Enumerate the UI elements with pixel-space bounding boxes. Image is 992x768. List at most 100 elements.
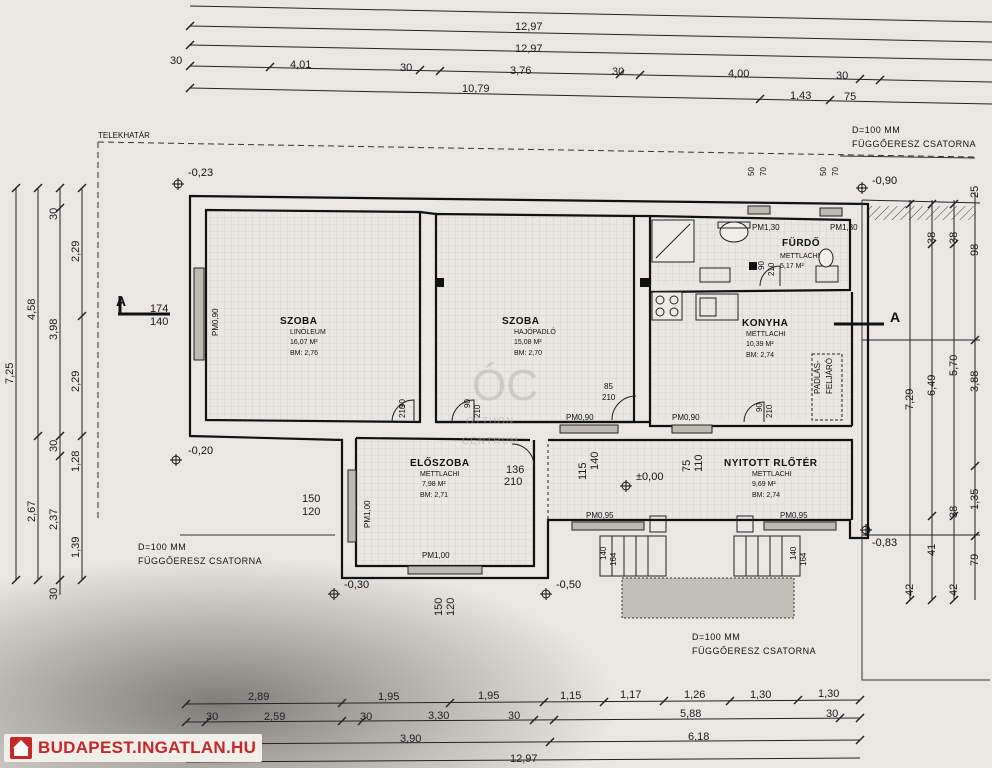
room-height: BM: 2,71 — [420, 492, 448, 499]
room-konyha: KONYHA METTLACHI 10,39 M² BM: 2,74 — [742, 318, 788, 359]
dim-bottom-seg: 1,26 — [684, 689, 705, 701]
section-a-left: A — [116, 293, 126, 309]
room-floor: METTLACHI — [746, 331, 786, 338]
chimney-dim: 70 — [759, 167, 768, 176]
dim-left: 3,98 — [48, 319, 60, 340]
top-dimension-lines — [185, 5, 992, 105]
room-area: 5,17 M² — [780, 263, 804, 270]
dim-bottom-seg: 2,89 — [248, 691, 269, 703]
fixtures — [651, 219, 843, 421]
dim-bottom-overall: 12,97 — [510, 753, 538, 765]
room-name: FÜRDŐ — [782, 236, 820, 249]
window-dim: 150 — [302, 493, 320, 505]
dim-top-seg: 4,01 — [290, 59, 311, 71]
window-dim: 174 — [150, 303, 168, 315]
dim-right: 98 — [969, 244, 981, 256]
dim-left: 2,67 — [26, 501, 38, 522]
level-value: -0,23 — [188, 167, 213, 179]
dim-top-seg: 1,43 — [790, 90, 811, 102]
drain-note: FÜGGŐERESZ CSATORNA — [852, 139, 976, 149]
door-swings — [391, 265, 781, 520]
room-area: 15,08 M² — [514, 339, 542, 346]
telekhatar-label: TELEKHATÁR — [98, 131, 150, 140]
dim-top-seg: 30 — [400, 62, 412, 74]
dim-bottom-seg: 5,88 — [680, 708, 701, 720]
level-value: -0,50 — [556, 579, 581, 591]
window-dim: 120 — [445, 598, 457, 616]
window-label: PM0,90 — [566, 413, 594, 422]
room-area: 10,39 M² — [746, 341, 774, 348]
dim-bottom-seg: 1,17 — [620, 689, 641, 701]
room-height: BM: 2,76 — [290, 350, 318, 357]
dim-top-seg: 75 — [844, 91, 856, 103]
door-dim: 90 — [757, 261, 766, 270]
room-name: NYITOTT RLŐTÉR — [724, 456, 818, 469]
room-height: BM: 2,74 — [746, 352, 774, 359]
watermark: ÓC OTTHON CENTRUM — [462, 361, 538, 447]
dim-right: 38 — [948, 232, 960, 244]
step-dim: 140 — [789, 546, 798, 560]
chimney-dim: 50 — [747, 167, 756, 176]
chimney-dim: 50 — [819, 167, 828, 176]
door-dim: 90 — [755, 403, 764, 412]
dim-right: 1,35 — [969, 489, 981, 510]
dim-bottom-seg: 1,30 — [818, 688, 839, 700]
window-label: PM0,90 — [211, 308, 220, 336]
room-area: 7,98 M² — [422, 481, 446, 488]
room-name: KONYHA — [742, 318, 788, 329]
dim-right: 3,88 — [969, 371, 981, 392]
drain-note: D=100 MM — [692, 632, 740, 642]
dim-bottom-seg: 30 — [206, 711, 218, 723]
dim-top-seg: 30 — [170, 55, 182, 67]
dim-right: 5,70 — [948, 355, 960, 376]
room-floor: METTLACHI — [780, 253, 820, 260]
section-a-right: A — [890, 309, 900, 325]
window-label: PM1,30 — [752, 223, 780, 232]
room-szoba-1: SZOBA LINÓLEUM 16,07 M² BM: 2,76 — [280, 316, 326, 357]
opening-dim: 110 — [693, 454, 705, 472]
room-eloszoba: ELŐSZOBA METTLACHI 7,98 M² BM: 2,71 — [410, 456, 470, 499]
dim-bottom-seg: 30 — [508, 710, 520, 722]
window-label: PM0,90 — [672, 413, 700, 422]
dim-bottom-seg: 30 — [360, 711, 372, 723]
entry-steps — [599, 515, 801, 619]
section-a-marks — [118, 296, 884, 326]
dim-right: 42 — [948, 584, 960, 596]
dim-top-seg: 30 — [612, 66, 624, 78]
drain-note: FÜGGŐERESZ CSATORNA — [692, 646, 816, 656]
room-name: ELŐSZOBA — [410, 456, 470, 469]
dim-bottom-seg: 3,30 — [428, 710, 449, 722]
left-dimension-lines — [11, 183, 87, 595]
dim-left: 30 — [48, 588, 60, 600]
opening-dim: 75 — [681, 460, 693, 472]
dim-top-overall-1: 12,97 — [515, 21, 543, 33]
site-watermark-text: BUDAPEST.INGATLAN.HU — [38, 738, 257, 757]
step-dim: 140 — [599, 546, 608, 560]
door-dim: 90 — [398, 399, 407, 408]
door-dim: 210 — [473, 404, 482, 418]
room-szoba-2: SZOBA HAJÓPADLÓ 15,08 M² BM: 2,70 — [502, 316, 556, 357]
door-dim: 210 — [398, 404, 407, 418]
dim-bottom-seg: 2,59 — [264, 711, 285, 723]
dim-left: 2,37 — [48, 509, 60, 530]
watermark-text: OTTHON — [466, 416, 514, 427]
right-dim-texts: 25 38 38 98 7,29 6,49 5,70 3,88 1,35 38 … — [904, 186, 981, 596]
window-label: PM0,95 — [780, 511, 808, 520]
dim-right: 7,29 — [904, 389, 916, 410]
window-label: PM1,30 — [830, 223, 858, 232]
dim-top-overall-2: 12,97 — [515, 43, 543, 55]
room-floor: METTLACHI — [752, 471, 792, 478]
door-dim: 210 — [767, 262, 776, 276]
room-floor: METTLACHI — [420, 471, 460, 478]
terrace-hatch — [868, 206, 976, 220]
property-line — [97, 141, 976, 520]
watermark-logo: ÓC — [472, 361, 538, 410]
padlas-label: PADLÁS- — [813, 360, 822, 394]
window-dim: 120 — [302, 506, 320, 518]
dim-bottom-seg: 1,95 — [378, 691, 399, 703]
dim-bottom-seg: 1,15 — [560, 690, 581, 702]
level-value: ±0,00 — [636, 471, 663, 483]
door-dim: 210 — [602, 393, 616, 402]
roof-outline — [180, 155, 990, 681]
